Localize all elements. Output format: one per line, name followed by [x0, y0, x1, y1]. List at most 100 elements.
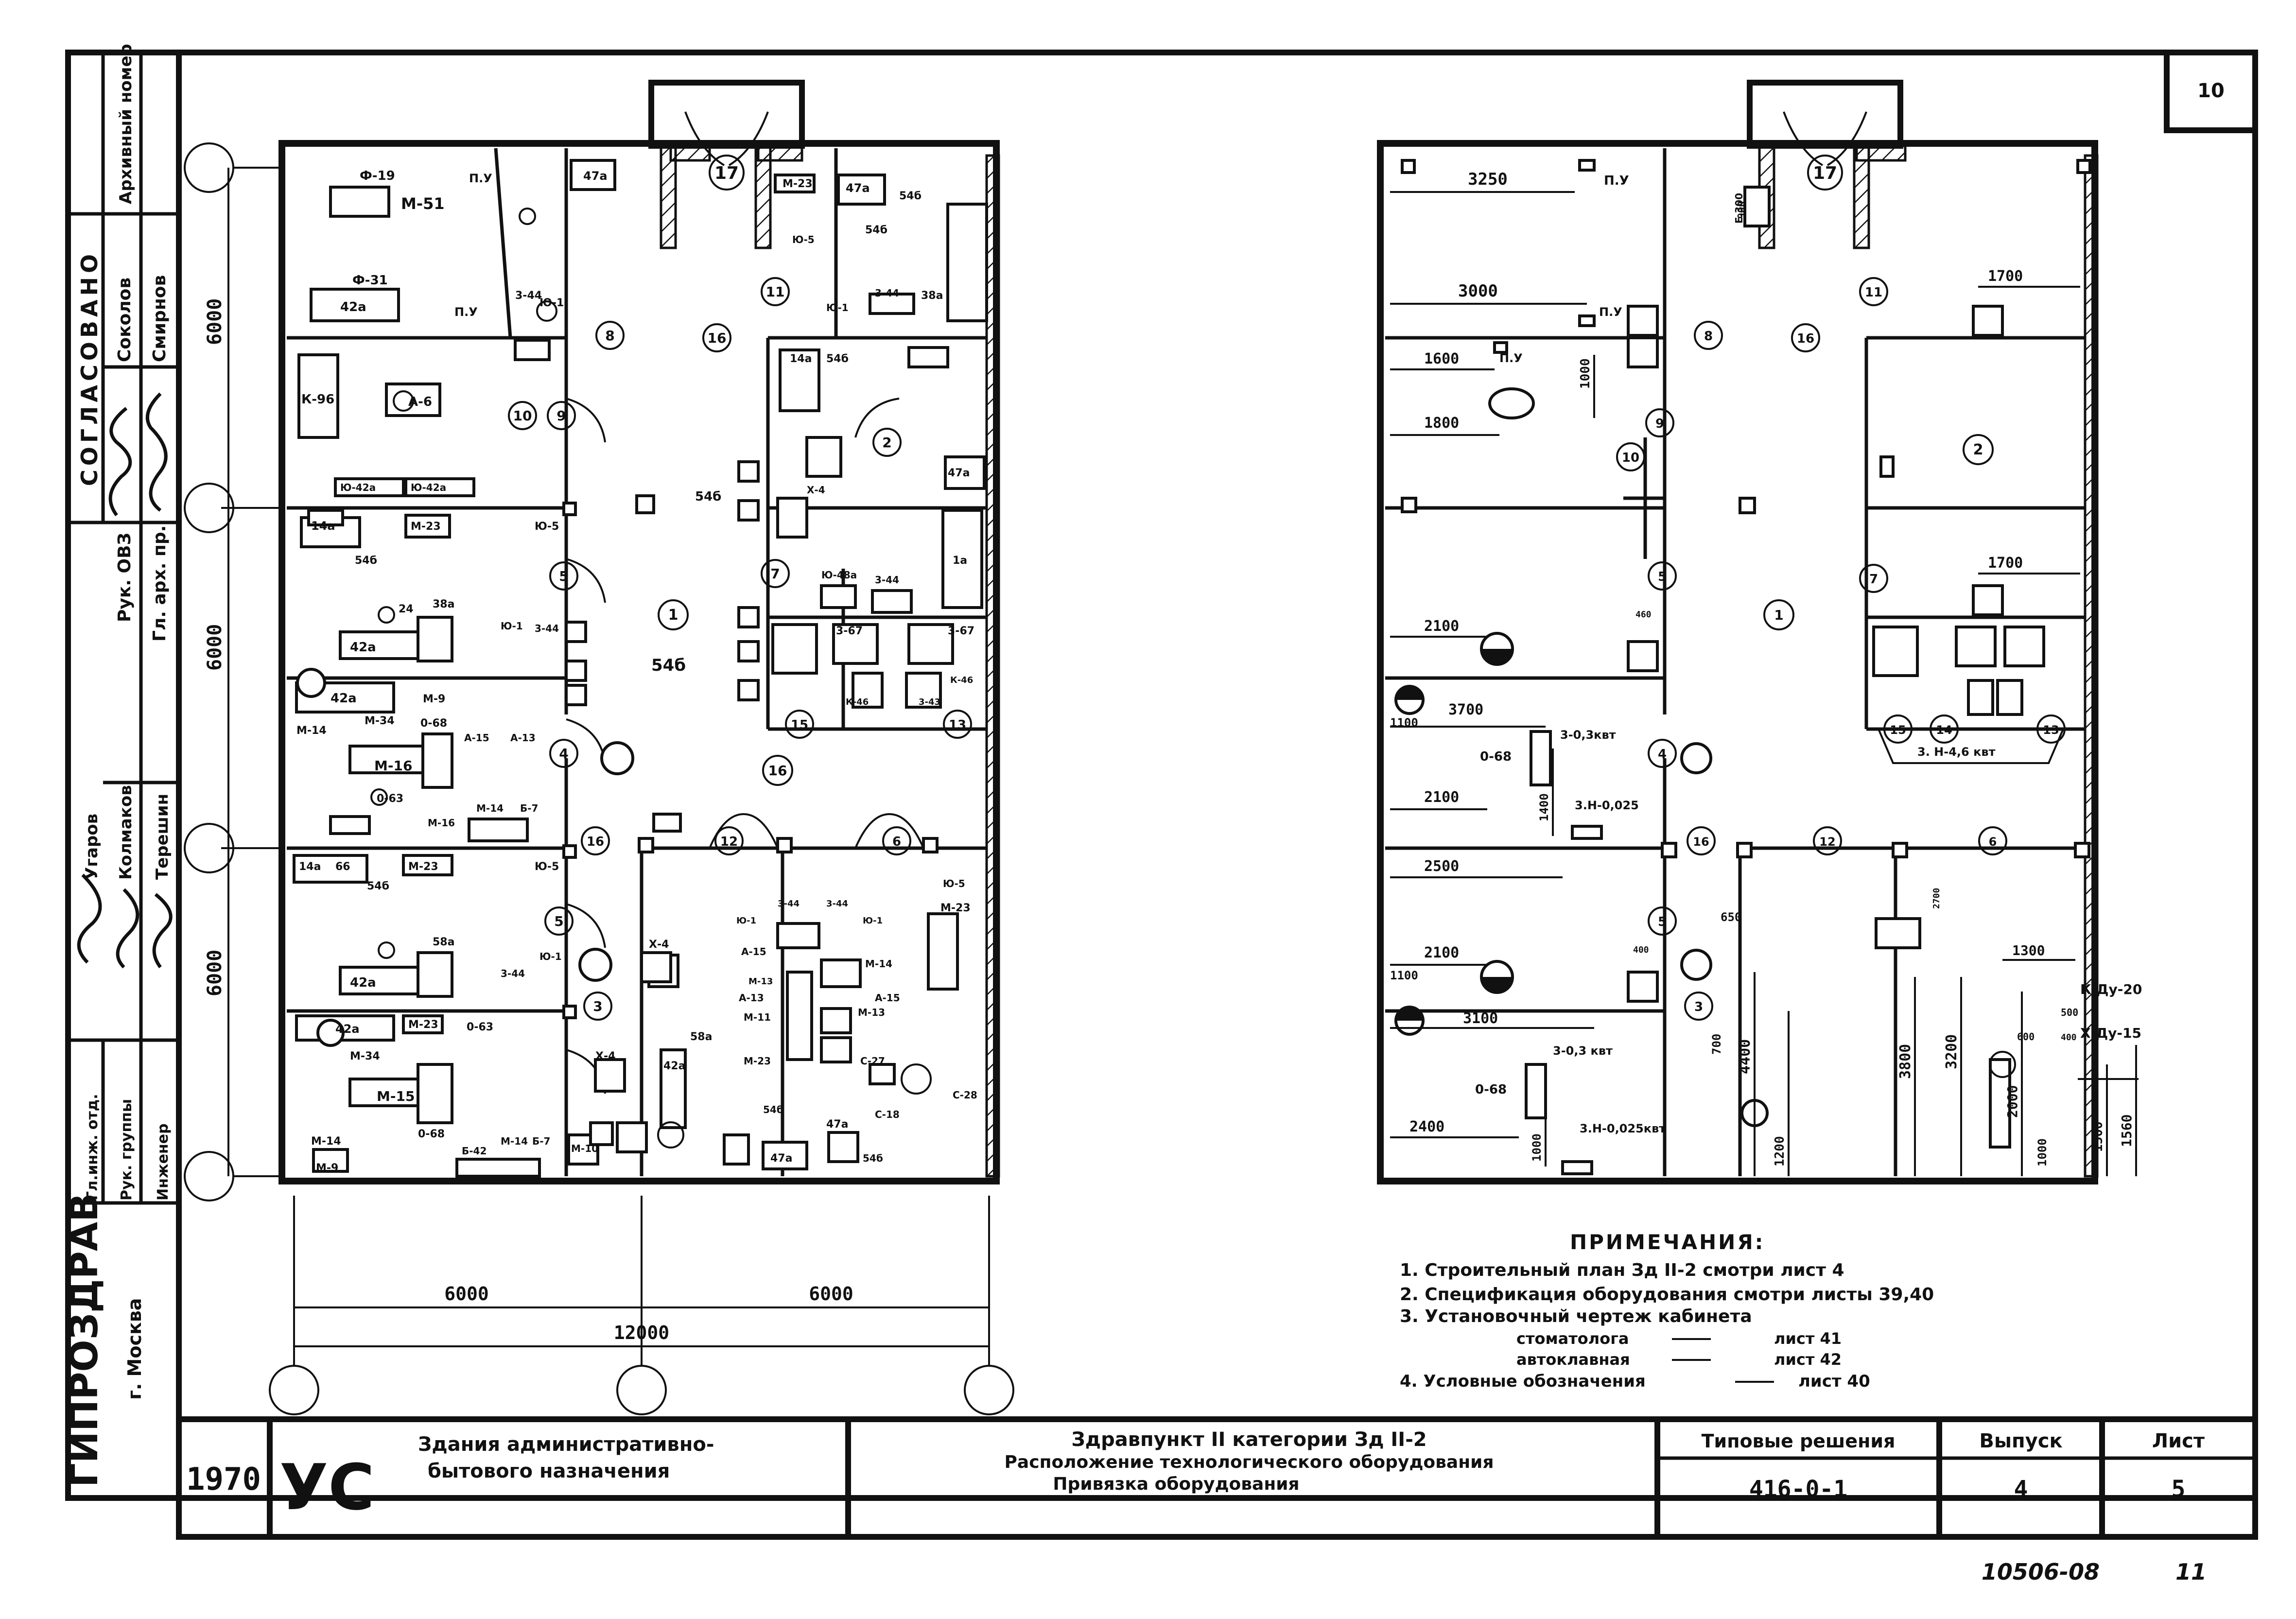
dim-r-460: 460	[1635, 609, 1652, 620]
label-x4-1: Х-4	[807, 484, 825, 496]
approver-1-name: Соколов	[115, 278, 135, 362]
dim-r-3200: 3200	[1943, 1034, 1960, 1069]
room-13: 13	[949, 718, 966, 732]
tb-building-type-2: бытового назначения	[428, 1460, 670, 1482]
tb-title-2: Расположение технологического оборудован…	[1005, 1452, 1494, 1472]
note-3b-name: автоклавная	[1516, 1350, 1630, 1369]
r-label-068-1: 0-68	[1480, 749, 1512, 764]
dim-left-2: 6000	[204, 624, 226, 671]
room-5a: 5	[559, 568, 568, 584]
plan-left: 6000 6000 6000 6000 6000 12000	[184, 80, 1014, 1415]
label-58a-2: 58а	[690, 1031, 712, 1043]
label-47a-4: 47а	[770, 1152, 792, 1165]
dim-r-900: 900	[1736, 201, 1747, 219]
r-room-5b: 5	[1658, 915, 1667, 929]
dim-r-3250: 3250	[1468, 170, 1508, 189]
notes-heading: ПРИМЕЧАНИЯ:	[1570, 1230, 1765, 1254]
label-344-4: 3-44	[875, 287, 899, 299]
equipment-labels-left: Ф-19 М-51 П.У 47а Ф-31 42а 3-44 Ю-1 П.У …	[296, 169, 977, 1174]
note-3b-ref: лист 42	[1774, 1350, 1842, 1369]
tb-issue-value: 4	[2014, 1476, 2028, 1503]
dim-r-1400: 1400	[1537, 793, 1551, 821]
label-344-1: 3-44	[515, 290, 542, 302]
label-u1-6: Ю-1	[863, 916, 883, 926]
label-068-1: 0-68	[420, 717, 447, 730]
r-room-16a: 16	[1797, 331, 1814, 346]
room-markers-left: 17 11 16 8 10 9 2 5 1 7 15 13 4 16 12 6 …	[508, 155, 972, 1021]
label-m9-2: М-9	[316, 1162, 338, 1174]
label-367-1: 3-67	[836, 625, 863, 637]
label-x4-3: Х-4	[595, 1050, 615, 1062]
r-room-15: 15	[1890, 723, 1906, 737]
dimensions-right: 3250 3000 1700 1600 1000 1800 1700 2100 …	[1390, 170, 2139, 1176]
label-u42a-2: Ю-42а	[411, 482, 446, 493]
dim-r-400a: 400	[2061, 1032, 2077, 1043]
dim-r-1300: 1300	[2012, 942, 2045, 958]
r-label-3n-1: 3.Н-0,025	[1575, 799, 1639, 812]
note-3a-name: стоматолога	[1516, 1329, 1629, 1348]
tb-title-3: Привязка оборудования	[1053, 1474, 1299, 1494]
label-343: 3-43	[919, 697, 940, 707]
dim-r-650: 650	[1721, 910, 1741, 924]
approver-2-name: Смирнов	[150, 275, 170, 362]
dim-r-1200: 1200	[1773, 1136, 1787, 1166]
label-38a-2: 38а	[921, 290, 943, 302]
label-a15-3: А-15	[875, 992, 900, 1004]
dim-r-1000a: 1000	[1578, 358, 1593, 389]
dim-r-1100b: 1100	[1390, 969, 1418, 982]
label-a13-1: А-13	[510, 732, 536, 744]
tb-issue-label: Выпуск	[1979, 1430, 2062, 1452]
label-54b-5: 54б	[826, 353, 849, 365]
dim-bottom-2: 6000	[809, 1283, 853, 1305]
dim-r-3800: 3800	[1897, 1044, 1914, 1079]
notes-block: ПРИМЕЧАНИЯ: 1. Строительный план Зд II-2…	[1400, 1230, 1934, 1391]
plan-right: 17 8 16 11 9 10 2 5 1 7 15 13 4 16 12 6 …	[1377, 80, 2142, 1184]
room-markers-right: 17 8 16 11 9 10 2 5 1 7 15 13 4 16 12 6 …	[1616, 155, 2066, 1021]
staff-2-name: Колмаков	[116, 785, 136, 880]
room-5b: 5	[554, 913, 563, 929]
r-label-pu3: П.У	[1499, 351, 1523, 365]
label-367-2: 3-67	[948, 625, 974, 637]
staff-3-role: Инженер	[155, 1123, 172, 1201]
label-063-1: 0-63	[377, 793, 403, 805]
tb-sheet-label: Лист	[2152, 1430, 2205, 1452]
archive-label: Архивный номер	[116, 44, 136, 204]
dim-r-1000c: 1000	[2035, 1138, 2049, 1166]
label-m14-5: М-14	[865, 958, 892, 970]
dim-r-2500: 2500	[1424, 858, 1459, 875]
label-47a-5: 47а	[826, 1118, 848, 1131]
label-u5-1: Ю-5	[535, 521, 559, 533]
label-58a: 58а	[433, 936, 454, 948]
r-label-3n-2: 3.Н-0,025квт	[1580, 1122, 1666, 1135]
note-2: 2. Спецификация оборудования смотри лист…	[1400, 1285, 1934, 1305]
r-room-1: 1	[1774, 607, 1783, 623]
side-stamp: Архивный номер СОГЛАСОВАНО Рук. ОВЗ Соко…	[63, 44, 182, 1501]
label-344-6: 3-44	[778, 899, 800, 909]
label-u1-4: Ю-1	[826, 302, 849, 313]
label-47a-1: 47а	[583, 169, 608, 183]
staff-2-role: Рук. группы	[118, 1099, 135, 1201]
room-16c: 16	[587, 835, 604, 849]
r-room-13: 13	[2043, 723, 2059, 737]
label-u42a-1: Ю-42а	[340, 482, 376, 493]
dim-r-2400: 2400	[1409, 1118, 1444, 1135]
label-42a-6: 42а	[663, 1060, 685, 1072]
r-label-pu1: П.У	[1604, 174, 1629, 188]
label-u5-3: Ю-5	[792, 234, 815, 245]
label-47a-2: 47а	[846, 181, 870, 195]
label-42a-2: 42а	[350, 640, 376, 655]
label-063-2: 0-63	[467, 1021, 493, 1033]
label-c28: С-28	[953, 1089, 977, 1101]
dim-r-2000: 2000	[2004, 1085, 2020, 1118]
r-room-16b: 16	[1693, 835, 1709, 849]
room-12: 12	[720, 835, 738, 849]
label-m23-5: М-23	[744, 1055, 771, 1067]
label-m23-6: М-23	[940, 902, 971, 914]
dim-r-1500: 1500	[2091, 1121, 2105, 1152]
room-17: 17	[714, 163, 739, 183]
org-name: ГИПРОЗДРАВ	[63, 1193, 106, 1487]
sheet-number: 10	[2197, 80, 2225, 102]
label-m23-4: М-23	[783, 178, 813, 190]
label-344-7: 3-44	[826, 899, 848, 909]
